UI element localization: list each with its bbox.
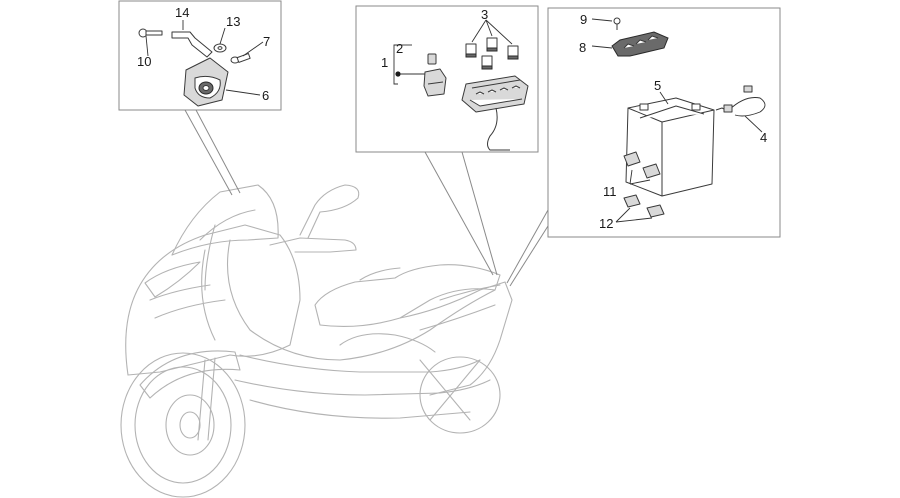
- callout-12: 12: [599, 216, 613, 231]
- callout-labels: 14 13 7 10 6 2 1 3 9 8 5 4 11 12: [137, 5, 767, 231]
- callout-8: 8: [579, 40, 586, 55]
- battery-5: [625, 97, 715, 197]
- fuse-2: [427, 53, 437, 65]
- callout-1: 1: [381, 55, 388, 70]
- callout-14: 14: [175, 5, 189, 20]
- callout-7: 7: [263, 34, 270, 49]
- relay-detail-box: [355, 5, 539, 153]
- fuse-holder: [423, 68, 447, 97]
- fuse-box: [461, 75, 529, 151]
- relay-3b: [486, 37, 498, 52]
- callout-6: 6: [262, 88, 269, 103]
- cable-4: [715, 85, 766, 117]
- callout-4: 4: [760, 130, 767, 145]
- screw-9: [613, 17, 621, 30]
- callout-2: 2: [396, 41, 403, 56]
- horn-6: [183, 57, 229, 107]
- regulator-8: [611, 31, 669, 57]
- pad-12b: [646, 204, 665, 218]
- horn-detail-box: [118, 0, 282, 111]
- callout-13: 13: [226, 14, 240, 29]
- relay-3d: [481, 55, 493, 70]
- callout-5: 5: [654, 78, 661, 93]
- screw-10: [138, 28, 163, 38]
- relay-3c: [507, 45, 519, 60]
- callout-9: 9: [580, 12, 587, 27]
- pointer-lines: [184, 109, 549, 287]
- pad-11a: [623, 151, 641, 167]
- pad-12a: [623, 194, 641, 208]
- battery-detail-box: [547, 7, 781, 238]
- screw-7: [230, 53, 251, 64]
- pad-11b: [642, 163, 661, 179]
- callout-11: 11: [603, 184, 617, 199]
- relay-3a: [465, 43, 477, 58]
- horn-bracket: [171, 31, 213, 58]
- scooter-outline: [120, 184, 513, 498]
- callout-3: 3: [481, 7, 488, 22]
- callout-10: 10: [137, 54, 151, 69]
